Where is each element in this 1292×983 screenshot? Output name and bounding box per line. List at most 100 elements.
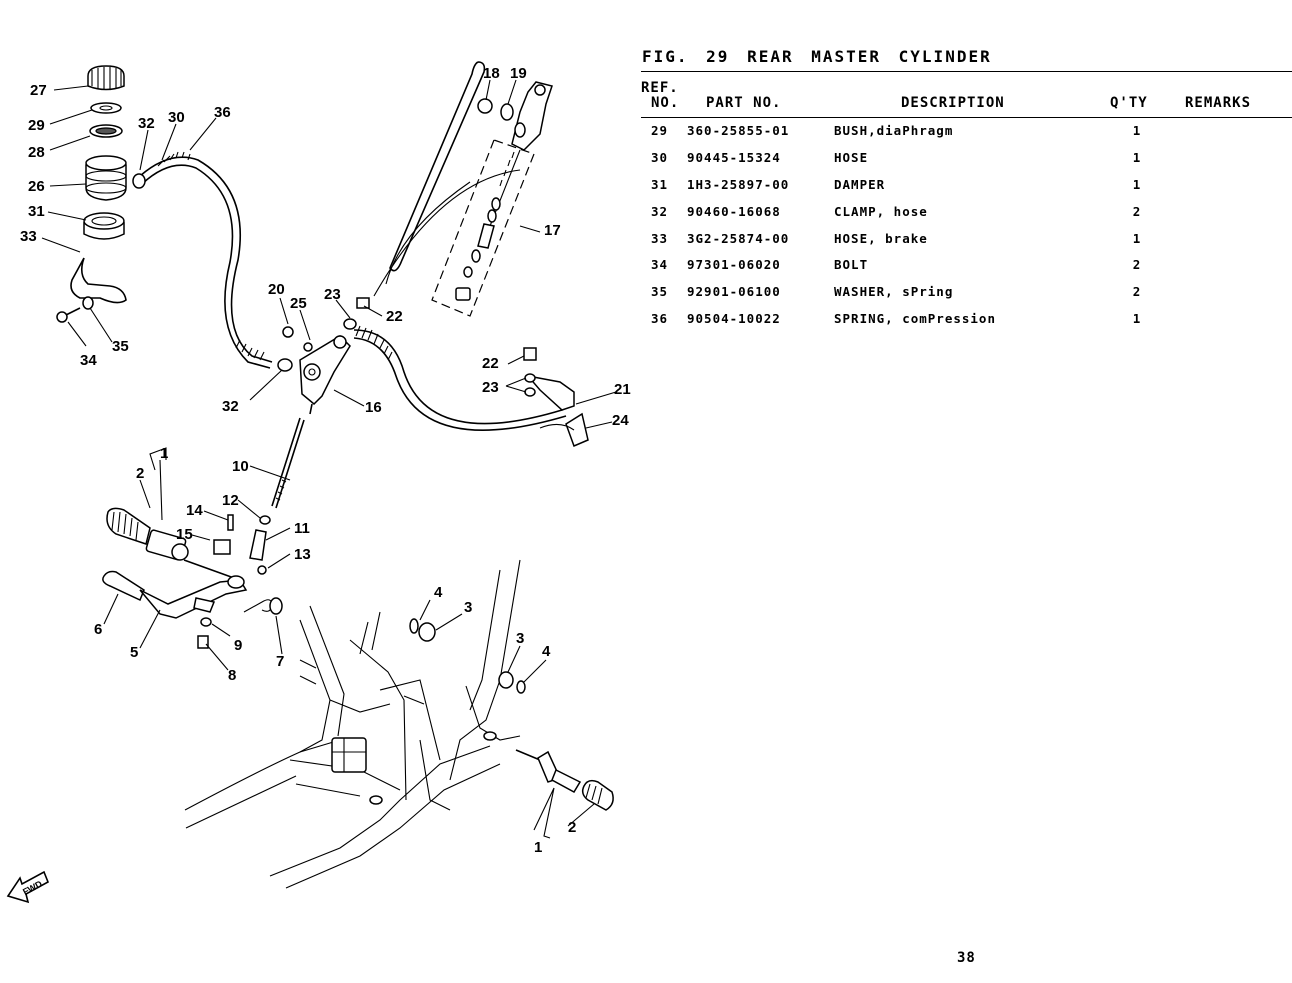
clevis (249, 529, 267, 561)
leader-lines (41, 79, 617, 839)
callout-36: 36 (214, 104, 231, 121)
title-divider (641, 71, 1292, 72)
header-divider (641, 117, 1292, 118)
quantity: 2 (1132, 284, 1142, 300)
callout-14: 14 (186, 502, 203, 519)
description: WASHER, sPring (834, 284, 954, 300)
callout-7: 7 (276, 653, 284, 670)
callout-22: 22 (386, 308, 403, 325)
bleed-cap (500, 103, 514, 121)
hose-clamp (277, 358, 293, 372)
bolt (56, 311, 68, 323)
callout-6: 6 (94, 621, 102, 638)
callout-13: 13 (294, 546, 311, 563)
part-number: 90445-15324 (687, 149, 781, 165)
callout-25: 25 (290, 295, 307, 312)
callout-23: 23 (324, 286, 341, 303)
hose-bracket (565, 412, 589, 448)
table-row: 33 3G2-25874-00 HOSE, brake 1 (641, 231, 1281, 258)
table-header: REF. NO. PART NO. DESCRIPTION Q'TY REMAR… (641, 80, 1281, 114)
callout-29: 29 (28, 117, 45, 134)
callout-4: 4 (434, 584, 443, 601)
table-row: 36 90504-10022 SPRING, comPression 1 (641, 311, 1281, 338)
callout-32: 32 (138, 115, 155, 132)
table-row: 35 92901-06100 WASHER, sPring 2 (641, 284, 1281, 311)
callout-34: 34 (80, 352, 97, 369)
reservoir-hose (132, 151, 293, 372)
description: CLAMP, hose (834, 203, 928, 219)
page-number: 38 (957, 950, 976, 966)
pivot-bolt (197, 635, 209, 649)
callout-33: 33 (20, 228, 37, 245)
quantity: 1 (1132, 123, 1142, 138)
part-number: 90504-10022 (687, 311, 781, 327)
diaphragm-bush (90, 102, 122, 114)
callout-18: 18 (483, 65, 500, 82)
part-number: 97301-06020 (687, 257, 781, 273)
ref-no: 34 (651, 257, 669, 273)
brake-line (343, 169, 589, 448)
spring-washer (82, 296, 94, 310)
ref-no: 29 (651, 123, 669, 138)
parts-table: 29 360-25855-01 BUSH,diaPhragm 1 30 9044… (641, 123, 1281, 338)
table-row: 30 90445-15324 HOSE 1 (641, 150, 1281, 177)
ref-no: 31 (651, 176, 669, 192)
description: HOSE (834, 149, 869, 165)
description: DAMPER (834, 176, 886, 192)
header-qty: Q'TY (1110, 95, 1148, 111)
table-row: 29 360-25855-01 BUSH,diaPhragm 1 (641, 123, 1281, 150)
callout-24: 24 (612, 412, 629, 429)
bolt-small (282, 326, 294, 338)
callout-28: 28 (28, 144, 45, 161)
quantity: 2 (1132, 257, 1142, 273)
ref-no: 33 (651, 230, 669, 246)
callout-4: 4 (542, 643, 551, 660)
header-remarks: REMARKS (1185, 95, 1252, 111)
callout-9: 9 (234, 637, 242, 654)
header-description: DESCRIPTION (901, 95, 1005, 111)
reservoir-cap (87, 65, 125, 91)
table-row: 32 90460-16068 CLAMP, hose 2 (641, 204, 1281, 231)
banjo-bolt (356, 297, 370, 309)
description: HOSE, brake (834, 230, 928, 246)
brake-hose-short (70, 257, 127, 304)
brake-pedal (102, 507, 283, 649)
part-number: 92901-06100 (687, 284, 781, 300)
callout-15: 15 (176, 526, 193, 543)
callout-20: 20 (268, 281, 285, 298)
table-row: 34 97301-06020 BOLT 2 (641, 257, 1281, 284)
return-spring (243, 599, 273, 613)
callout-5: 5 (130, 644, 138, 661)
table-row: 31 1H3-25897-00 DAMPER 1 (641, 177, 1281, 204)
callout-27: 27 (30, 82, 47, 99)
ref-no: 30 (651, 149, 669, 165)
master-cylinder (282, 326, 351, 415)
callout-32: 32 (222, 398, 239, 415)
footrest-collar (418, 622, 436, 642)
ref-no: 32 (651, 203, 669, 219)
callout-35: 35 (112, 338, 129, 355)
callout-numbers: 27 29 28 26 31 33 32 30 36 34 35 20 25 2… (20, 65, 631, 856)
callout-22: 22 (482, 355, 499, 372)
callout-10: 10 (232, 458, 249, 475)
quantity: 1 (1132, 149, 1142, 165)
quantity: 1 (1132, 311, 1142, 327)
callout-1: 1 (534, 839, 542, 856)
part-number: 360-25855-01 (687, 123, 790, 138)
callout-21: 21 (614, 381, 631, 398)
part-number: 1H3-25897-00 (687, 176, 790, 192)
hose-clamp (132, 173, 146, 189)
callout-31: 31 (28, 203, 45, 220)
pivot-washer (200, 617, 212, 627)
quantity: 1 (1132, 176, 1142, 192)
header-ref-line1: REF. (641, 80, 679, 96)
fwd-arrow-icon: FWD (6, 870, 50, 904)
callout-3: 3 (516, 630, 524, 647)
callout-17: 17 (544, 222, 561, 239)
callout-16: 16 (365, 399, 382, 416)
ref-no: 36 (651, 311, 669, 327)
callout-2: 2 (568, 819, 576, 836)
part-number: 90460-16068 (687, 203, 781, 219)
callout-19: 19 (510, 65, 527, 82)
callout-23: 23 (482, 379, 499, 396)
